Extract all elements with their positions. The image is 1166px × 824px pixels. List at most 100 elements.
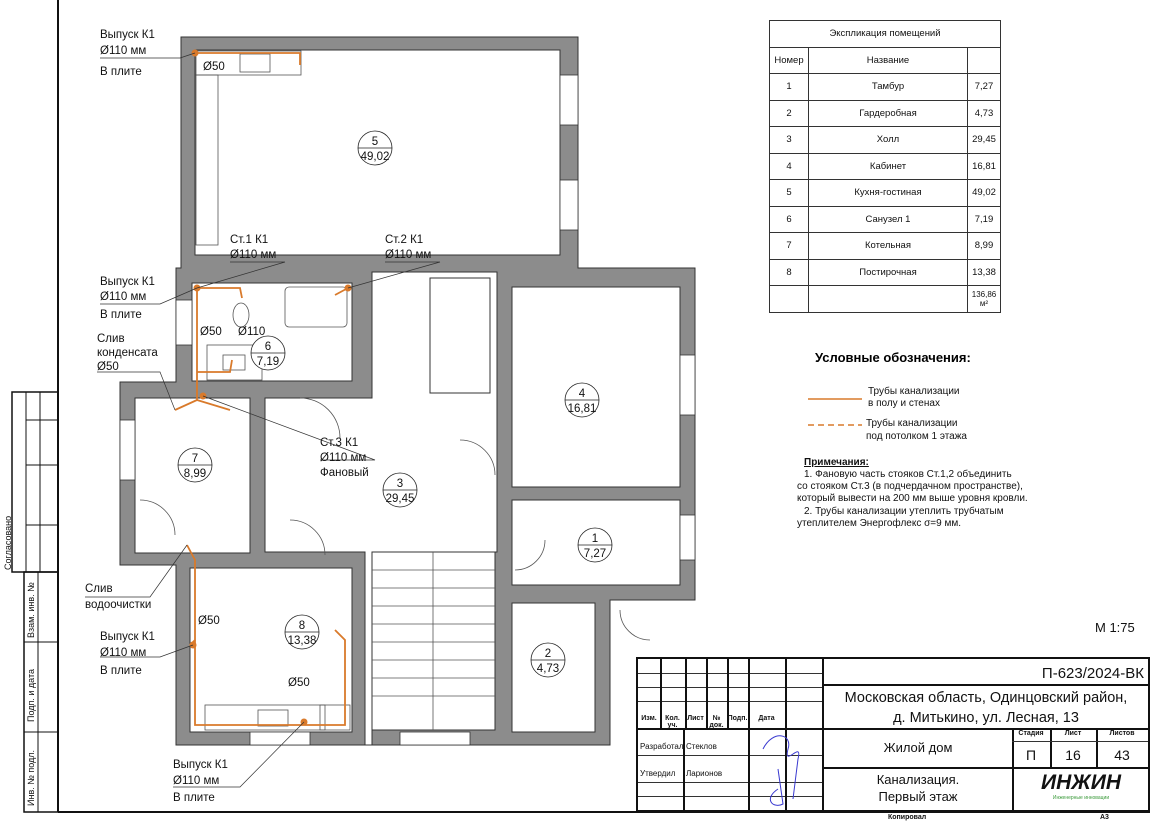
annotation: Ø110 мм bbox=[385, 249, 431, 261]
stamp-label: Подп. и дата bbox=[26, 669, 36, 722]
cell: 16,81 bbox=[967, 152, 1001, 180]
copied-label: Копировал bbox=[888, 814, 927, 821]
total-area: 136,86 м² bbox=[967, 285, 1001, 313]
sheets-value: 43 bbox=[1114, 747, 1130, 763]
company-logo: ИНЖИН bbox=[1040, 771, 1121, 794]
room-area: 7,19 bbox=[257, 356, 279, 368]
annotation: Ø110 мм bbox=[100, 45, 146, 57]
room-number: 4 bbox=[579, 388, 586, 400]
annotation: Ст.2 К1 bbox=[385, 234, 423, 246]
annotation: Ø110 мм bbox=[173, 775, 219, 787]
sheets-label: Листов bbox=[1109, 730, 1135, 737]
building-name: Жилой дом bbox=[883, 740, 953, 755]
cell: Тамбур bbox=[808, 73, 968, 101]
room-area: 16,81 bbox=[568, 403, 597, 415]
room-number: 3 bbox=[397, 478, 403, 490]
legend-title: Условные обозначения: bbox=[815, 350, 971, 365]
approved-label: Утвердил bbox=[640, 769, 676, 778]
room-area: 13,38 bbox=[288, 635, 317, 647]
room-number: 7 bbox=[192, 453, 198, 465]
cell: 29,45 bbox=[967, 126, 1001, 154]
developed-name: Стеклов bbox=[686, 742, 717, 751]
annotation: водоочистки bbox=[85, 599, 151, 611]
col-header: Дата bbox=[758, 715, 775, 722]
logo-subtitle: Инженерные инновации bbox=[1052, 795, 1110, 801]
legend-text: Трубы канализации bbox=[866, 417, 958, 429]
scale-label: М 1:75 bbox=[1095, 620, 1135, 635]
note-line: который вывести на 200 мм выше уровня кр… bbox=[797, 493, 1028, 504]
annotation: Ø110 мм bbox=[230, 249, 276, 261]
annotation: Ø110 мм bbox=[320, 452, 366, 464]
notes-title: Примечания: bbox=[804, 457, 869, 468]
project-code: П-623/2024-ВК bbox=[1041, 665, 1144, 682]
cell: Гардеробная bbox=[808, 99, 968, 127]
stamp-label: Согласовано bbox=[3, 516, 13, 570]
format-label: А3 bbox=[1100, 814, 1109, 821]
room-labels: 5 49,02 6 7,19 7 8,99 3 29,45 4 16,81 1 … bbox=[184, 136, 606, 675]
cell: 2 bbox=[769, 99, 809, 127]
room-number: 1 bbox=[592, 533, 598, 545]
cell: Холл bbox=[808, 126, 968, 154]
cell: 7,27 bbox=[967, 73, 1001, 101]
annotations: Выпуск К1 Ø110 мм В плите Ø50 Ст.1 К1 Ø1… bbox=[85, 29, 1135, 804]
room-area: 7,27 bbox=[584, 548, 606, 560]
room-number: 6 bbox=[265, 341, 271, 353]
col-header: № док. bbox=[709, 715, 724, 729]
annotation: Выпуск К1 bbox=[100, 29, 155, 41]
room-number: 2 bbox=[545, 648, 551, 660]
annotation: В плите bbox=[100, 66, 142, 78]
col-header: Изм. bbox=[641, 715, 657, 722]
room-number: 5 bbox=[372, 136, 378, 148]
room-area: 29,45 bbox=[386, 493, 415, 505]
note-line: утеплителем Энергофлекс σ=9 мм. bbox=[797, 517, 961, 529]
legend-text: в полу и стенах bbox=[868, 398, 940, 409]
note-line: со стояком Ст.3 (в подчердачном простран… bbox=[797, 481, 1023, 492]
annotation: Ст.3 К1 bbox=[320, 437, 358, 449]
cell: 8 bbox=[769, 258, 809, 286]
cell: 5 bbox=[769, 179, 809, 207]
legend-text: под потолком 1 этажа bbox=[866, 431, 967, 442]
annotation: Ø50 bbox=[203, 61, 225, 73]
annotation: Выпуск К1 bbox=[100, 631, 155, 643]
room-number: 8 bbox=[299, 620, 305, 632]
cell: Котельная bbox=[808, 232, 968, 260]
annotation: В плите bbox=[100, 665, 142, 677]
annotation: В плите bbox=[100, 309, 142, 321]
table-row-total: 136,86 м² bbox=[769, 285, 1001, 313]
cell: 7,19 bbox=[967, 205, 1001, 233]
cell: 4 bbox=[769, 152, 809, 180]
approved-name: Ларионов bbox=[686, 769, 723, 778]
sheet-title: Канализация. bbox=[876, 772, 960, 787]
wardrobe bbox=[429, 277, 491, 394]
side-stamp bbox=[11, 391, 59, 813]
cell: 8,99 bbox=[967, 232, 1001, 260]
annotation: В плите bbox=[173, 792, 215, 804]
room-area: 4,73 bbox=[537, 663, 559, 675]
col-header: Кол. уч. bbox=[665, 715, 680, 729]
stamp-label: Взам. инв. № bbox=[26, 582, 36, 638]
title-block: Изм. Кол. уч. Лист № док. Подп. Дата Раз… bbox=[636, 657, 1150, 812]
annotation: Ø50 bbox=[198, 615, 220, 627]
room-8 bbox=[189, 567, 353, 733]
cell: 49,02 bbox=[967, 179, 1001, 207]
stage-value: П bbox=[1025, 747, 1037, 763]
cell: 6 bbox=[769, 205, 809, 233]
cell: Постирочная bbox=[808, 258, 968, 286]
room-area: 49,02 bbox=[361, 151, 390, 163]
annotation: Слив bbox=[85, 583, 113, 595]
annotation: Слив bbox=[97, 333, 125, 345]
col-header: Подп. bbox=[727, 715, 748, 722]
signature bbox=[762, 735, 800, 806]
address-line: Московская область, Одинцовский район, bbox=[844, 690, 1128, 706]
annotation: Ø110 мм bbox=[100, 647, 146, 659]
header-cell: Номер bbox=[769, 46, 809, 74]
note-line: 1. Фановую часть стояков Ст.1,2 объедини… bbox=[804, 468, 1012, 480]
annotation: Фановый bbox=[320, 467, 369, 479]
